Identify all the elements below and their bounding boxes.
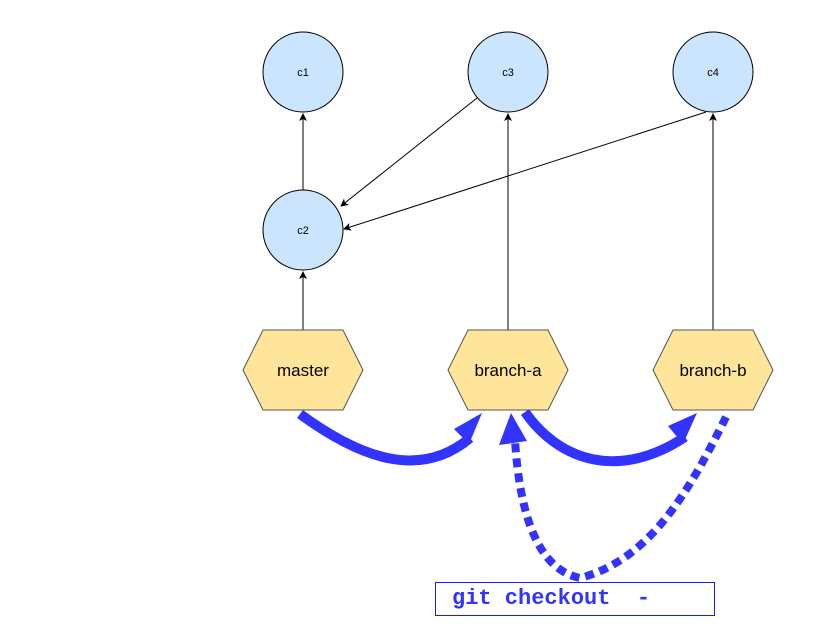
commit-c1: c1 (262, 31, 344, 113)
branch-branch-a: branch-a (447, 329, 569, 411)
switch-arrow-a-to-b (520, 409, 697, 467)
branch-label: branch-b (679, 361, 746, 380)
git-checkout-command-label: git checkout - (435, 582, 715, 616)
commit-c4: c4 (672, 31, 754, 113)
edge-c4-c2 (343, 111, 707, 231)
checkout-dash-arrow (499, 413, 730, 583)
branch-label: master (277, 361, 329, 380)
switch-arrow-master-to-a (297, 409, 482, 466)
commit-label: c1 (297, 67, 309, 79)
commit-c3: c3 (467, 31, 549, 113)
branch-label: branch-a (474, 361, 542, 380)
branch-master: master (242, 329, 364, 411)
commit-label: c2 (297, 225, 309, 237)
commit-label: c4 (707, 67, 719, 79)
commit-c2: c2 (262, 189, 344, 271)
branch-branch-b: branch-b (652, 329, 774, 411)
edge-c3-c2 (340, 97, 478, 207)
commit-label: c3 (502, 67, 514, 79)
